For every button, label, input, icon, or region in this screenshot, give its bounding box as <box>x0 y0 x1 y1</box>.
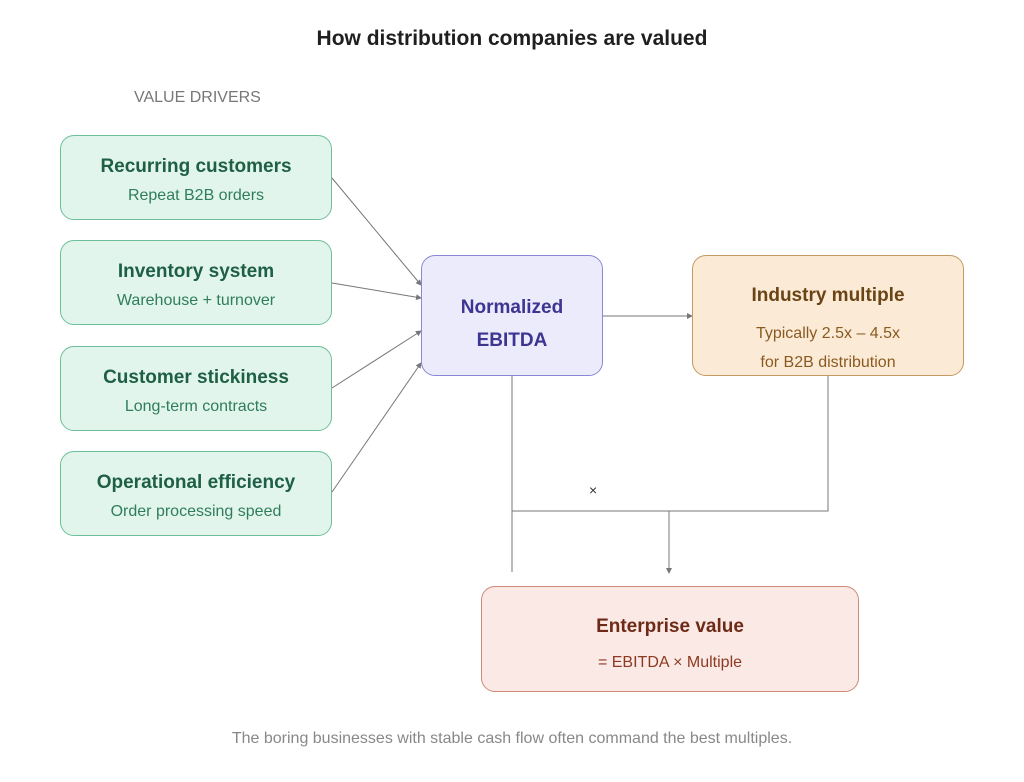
enterprise-value-box: Enterprise value = EBITDA × Multiple <box>481 586 859 692</box>
connector-stickiness-to-ebitda <box>331 330 422 389</box>
connector-inventory-to-ebitda <box>331 282 422 301</box>
connector-recurring-to-ebitda <box>331 177 422 286</box>
connector-multiple-down <box>512 376 829 512</box>
industry-multiple-box: Industry multiple Typically 2.5x – 4.5x … <box>692 255 964 376</box>
normalized-ebitda-box: Normalized EBITDA <box>421 255 603 376</box>
caption: The boring businesses with stable cash f… <box>231 730 793 747</box>
driver-title: Operational efficiency <box>96 472 296 493</box>
ev-title: Enterprise value <box>596 616 744 637</box>
driver-subtitle: Long-term contracts <box>124 398 268 415</box>
driver-recurring-customers: Recurring customers Repeat B2B orders <box>60 135 332 220</box>
diagram-title: How distribution companies are valued <box>316 27 708 50</box>
driver-subtitle: Warehouse + turnover <box>116 292 276 309</box>
connector-efficiency-to-ebitda <box>331 362 422 493</box>
ebitda-line1: Normalized <box>460 297 564 318</box>
ev-formula: = EBITDA × Multiple <box>597 654 743 671</box>
multiple-range: Typically 2.5x – 4.5x <box>755 325 901 342</box>
driver-title: Recurring customers <box>100 156 292 177</box>
multiply-operator: × <box>589 482 598 498</box>
ebitda-line2: EBITDA <box>476 330 548 351</box>
driver-operational-efficiency: Operational efficiency Order processing … <box>60 451 332 536</box>
driver-subtitle: Order processing speed <box>110 503 282 520</box>
driver-subtitle: Repeat B2B orders <box>127 187 265 204</box>
driver-inventory-system: Inventory system Warehouse + turnover <box>60 240 332 325</box>
driver-customer-stickiness: Customer stickiness Long-term contracts <box>60 346 332 431</box>
value-drivers-label: VALUE DRIVERS <box>134 89 261 106</box>
driver-title: Inventory system <box>117 261 275 282</box>
multiple-context: for B2B distribution <box>760 354 896 371</box>
multiple-title: Industry multiple <box>751 285 905 306</box>
driver-title: Customer stickiness <box>103 367 289 388</box>
